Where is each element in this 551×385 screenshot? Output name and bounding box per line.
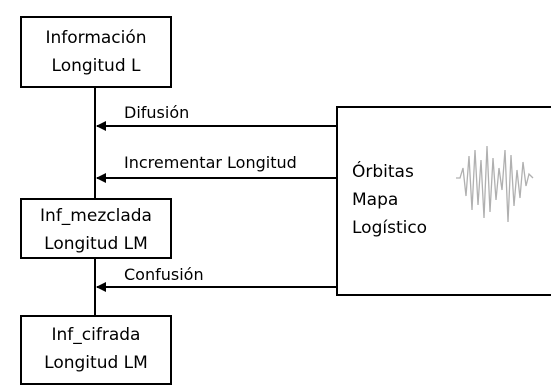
inf-mezclada-title: Inf_mezclada xyxy=(40,206,152,226)
informacion-box: Información Longitud L xyxy=(20,16,172,88)
inf-mezclada-length: Longitud LM xyxy=(44,234,148,254)
label-difusion: Difusión xyxy=(124,103,190,122)
chaotic-signal-icon xyxy=(456,145,534,223)
logistic-map-line3: Logístico xyxy=(352,218,428,238)
informacion-length: Longitud L xyxy=(51,56,141,76)
inf-cifrada-length: Longitud LM xyxy=(44,353,148,373)
logistic-map-line2: Mapa xyxy=(352,190,399,210)
label-confusion: Confusión xyxy=(124,265,204,284)
logistic-map-line1: Órbitas xyxy=(352,162,414,182)
inf-mezclada-box: Inf_mezclada Longitud LM xyxy=(20,198,172,259)
logistic-map-box: Órbitas Mapa Logístico xyxy=(336,106,551,296)
inf-cifrada-box: Inf_cifrada Longitud LM xyxy=(20,315,172,385)
label-incrementar-longitud: Incrementar Longitud xyxy=(124,153,297,172)
informacion-title: Información xyxy=(45,28,147,48)
inf-cifrada-title: Inf_cifrada xyxy=(51,325,141,345)
